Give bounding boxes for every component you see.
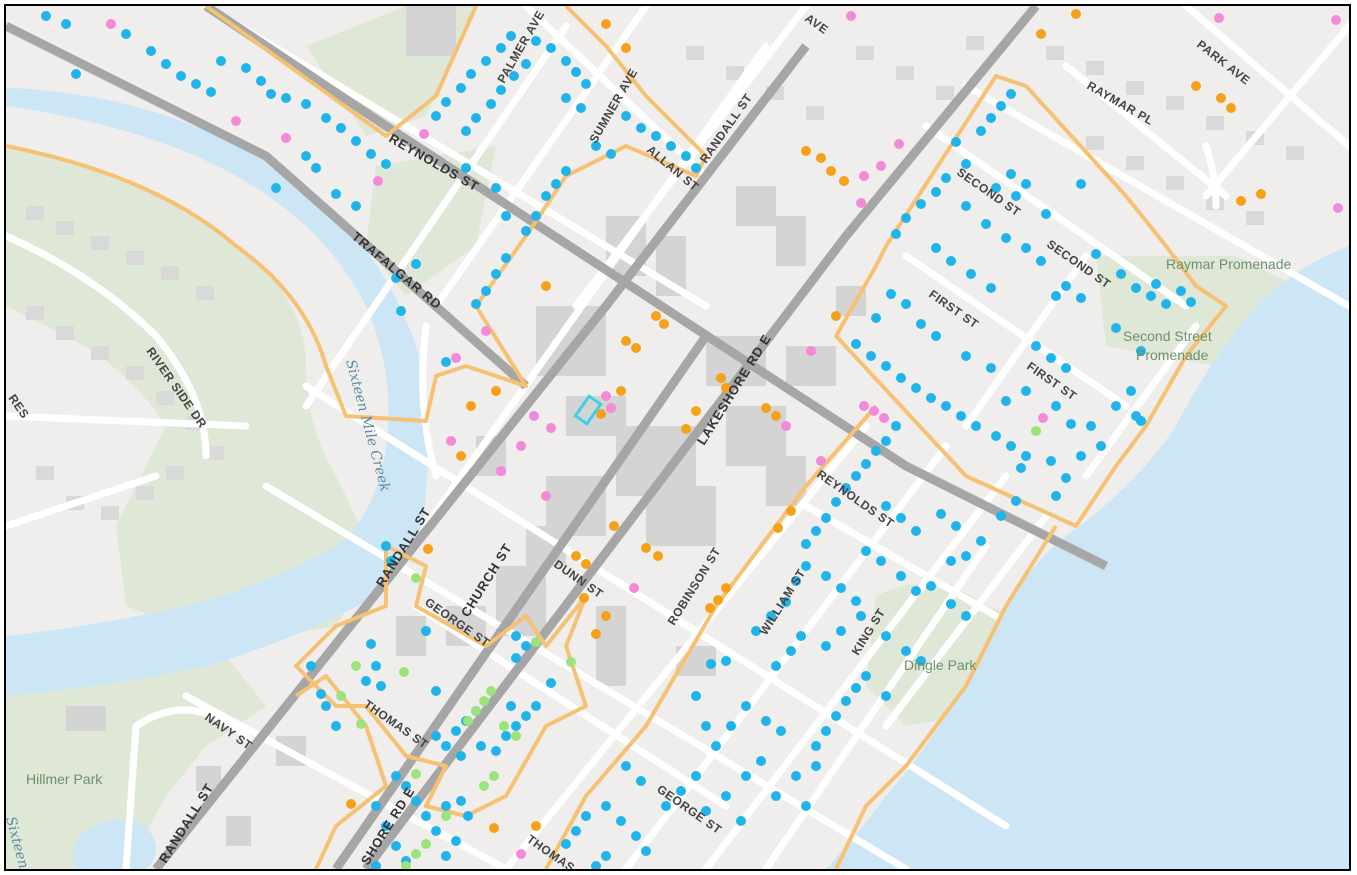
dots-pink: [106, 11, 1343, 859]
map-canvas[interactable]: PALMER AVE SUMNER AVE RANDALL ST ALLAN S…: [6, 6, 1349, 869]
map-frame[interactable]: PALMER AVE SUMNER AVE RANDALL ST ALLAN S…: [4, 4, 1351, 871]
selected-parcel[interactable]: [573, 394, 603, 426]
dots-orange: [346, 9, 1266, 833]
houses: [26, 36, 1304, 520]
label-second-street-promenade-1: Second Street: [1123, 328, 1212, 344]
buildings: [66, 6, 866, 846]
randall-st: [152, 43, 810, 869]
trafalgar-rd: [6, 21, 529, 390]
lakeshore-rd-e: [362, 6, 1040, 869]
label-hillmer-park: Hillmer Park: [26, 771, 103, 787]
label-dingle-park: Dingle Park: [904, 657, 977, 673]
label-second-street-promenade-2: Promenade: [1136, 347, 1209, 363]
dots-blue: [41, 11, 1196, 869]
pond: [72, 819, 156, 869]
dots-green: [336, 426, 1041, 869]
creek: [6, 88, 430, 696]
label-raymar-promenade: Raymar Promenade: [1166, 256, 1291, 272]
